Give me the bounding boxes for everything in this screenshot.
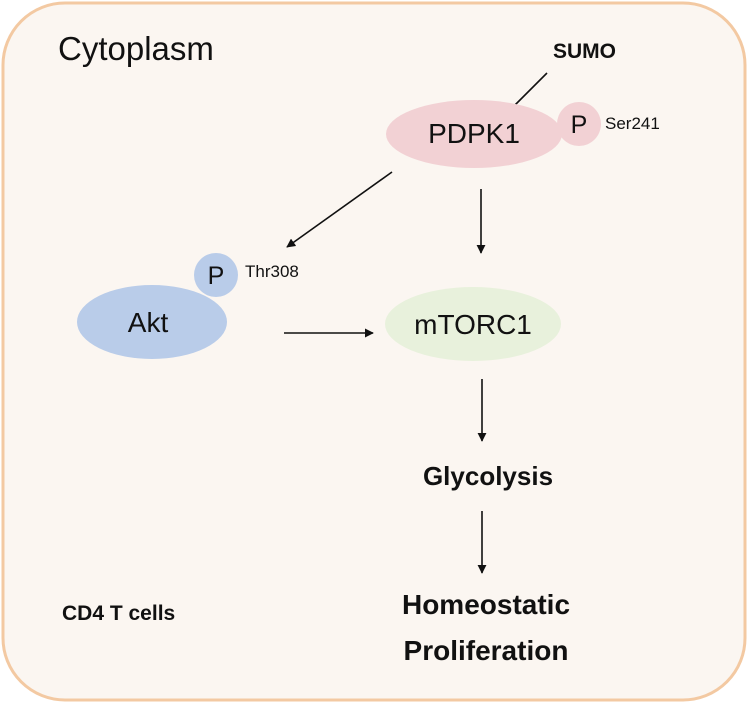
proliferation-label-line2: Proliferation [404, 635, 569, 666]
phospho-thr308-circle [194, 253, 238, 297]
proliferation-label-line1: Homeostatic [402, 589, 570, 620]
glycolysis-label: Glycolysis [423, 461, 553, 491]
mtorc1-node [385, 287, 561, 361]
thr308-site-label: Thr308 [245, 262, 299, 281]
cell-type-label: CD4 T cells [62, 602, 175, 625]
akt-label: Akt [128, 307, 169, 338]
arrow-pdpk1-to-akt [286, 171, 393, 248]
cytoplasm-label: Cytoplasm [58, 30, 214, 67]
akt-node [77, 285, 227, 359]
mtorc1-label: mTORC1 [414, 309, 532, 340]
phospho-ser241-circle [557, 102, 601, 146]
ser241-site-label: Ser241 [605, 114, 660, 133]
phospho-thr308-label: P [208, 262, 225, 290]
pdpk1-node [386, 100, 562, 168]
sumo-link [511, 72, 548, 109]
phospho-ser241-label: P [571, 111, 588, 139]
pdpk1-label: PDPK1 [428, 118, 520, 149]
sumo-label: SUMO [553, 40, 616, 63]
